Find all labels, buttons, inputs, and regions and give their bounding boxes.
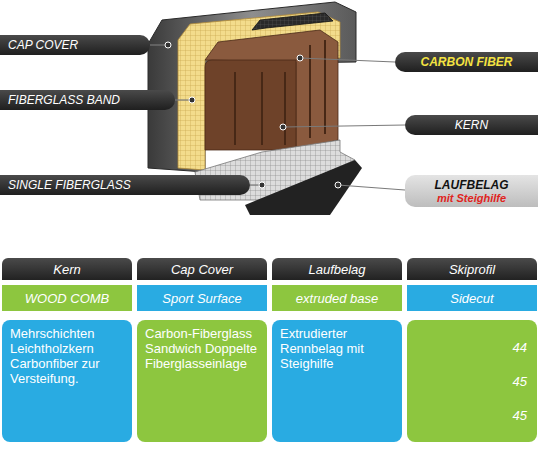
table-subheader: WOOD COMB <box>2 285 132 311</box>
label-text: KERN <box>455 118 488 132</box>
label-text: FIBERGLASS BAND <box>8 93 120 107</box>
label-text: CARBON FIBER <box>421 55 513 69</box>
label-text: CAP COVER <box>8 38 78 52</box>
callout-number: 45 <box>407 409 537 423</box>
label-text: Sidecut <box>450 291 493 306</box>
part-label: CAP COVER <box>0 35 150 55</box>
leader-lines <box>150 45 405 190</box>
part-label: SINGLE FIBERGLASS <box>0 175 250 195</box>
label-text: Skiprofil <box>449 262 495 277</box>
core-front <box>205 60 296 150</box>
label-text: extruded base <box>296 291 378 306</box>
carbon-strip <box>252 13 333 30</box>
table-subheader: Sport Surface <box>137 285 267 311</box>
part-label: KERN <box>405 115 538 135</box>
base-layer <box>245 160 362 215</box>
table-header: Cap Cover <box>137 258 267 280</box>
label-text: Extrudierter Rennbelag mit Steighilfe <box>280 326 394 371</box>
table-cell: Mehrschichten Leichtholzkern Carbonfiber… <box>2 320 132 442</box>
table-cell: Extrudierter Rennbelag mit Steighilfe <box>272 320 402 442</box>
core-grain <box>235 40 325 145</box>
label-text: Cap Cover <box>171 262 233 277</box>
table-cell: Carbon-Fiberglass Sandwich Doppelte Fibe… <box>137 320 267 442</box>
label-text: Kern <box>53 262 80 277</box>
label-text: mit Steighilfe <box>437 192 506 205</box>
leader-dots <box>165 42 341 188</box>
part-label: CARBON FIBER <box>395 52 538 72</box>
ski-profile-cell: 44 45 45 <box>407 320 537 442</box>
label-text: WOOD COMB <box>25 291 110 306</box>
label-text: SINGLE FIBERGLASS <box>8 178 131 192</box>
table-header: Laufbelag <box>272 258 402 280</box>
label-text: Sport Surface <box>162 291 242 306</box>
table-header: Kern <box>2 258 132 280</box>
callout-number: 44 <box>407 341 537 355</box>
core-top <box>205 30 338 150</box>
table-subheader: extruded base <box>272 285 402 311</box>
table-subheader: Sidecut <box>407 285 537 311</box>
label-text: Carbon-Fiberglass Sandwich Doppelte Fibe… <box>145 326 259 371</box>
part-label: FIBERGLASS BAND <box>0 90 175 110</box>
label-text: Mehrschichten Leichtholzkern Carbonfiber… <box>10 326 124 386</box>
label-text: LAUFBELAG <box>435 178 509 192</box>
part-label: LAUFBELAGmit Steighilfe <box>405 175 538 207</box>
label-text: Laufbelag <box>308 262 365 277</box>
table-header: Skiprofil <box>407 258 537 280</box>
callout-number: 45 <box>407 375 537 389</box>
